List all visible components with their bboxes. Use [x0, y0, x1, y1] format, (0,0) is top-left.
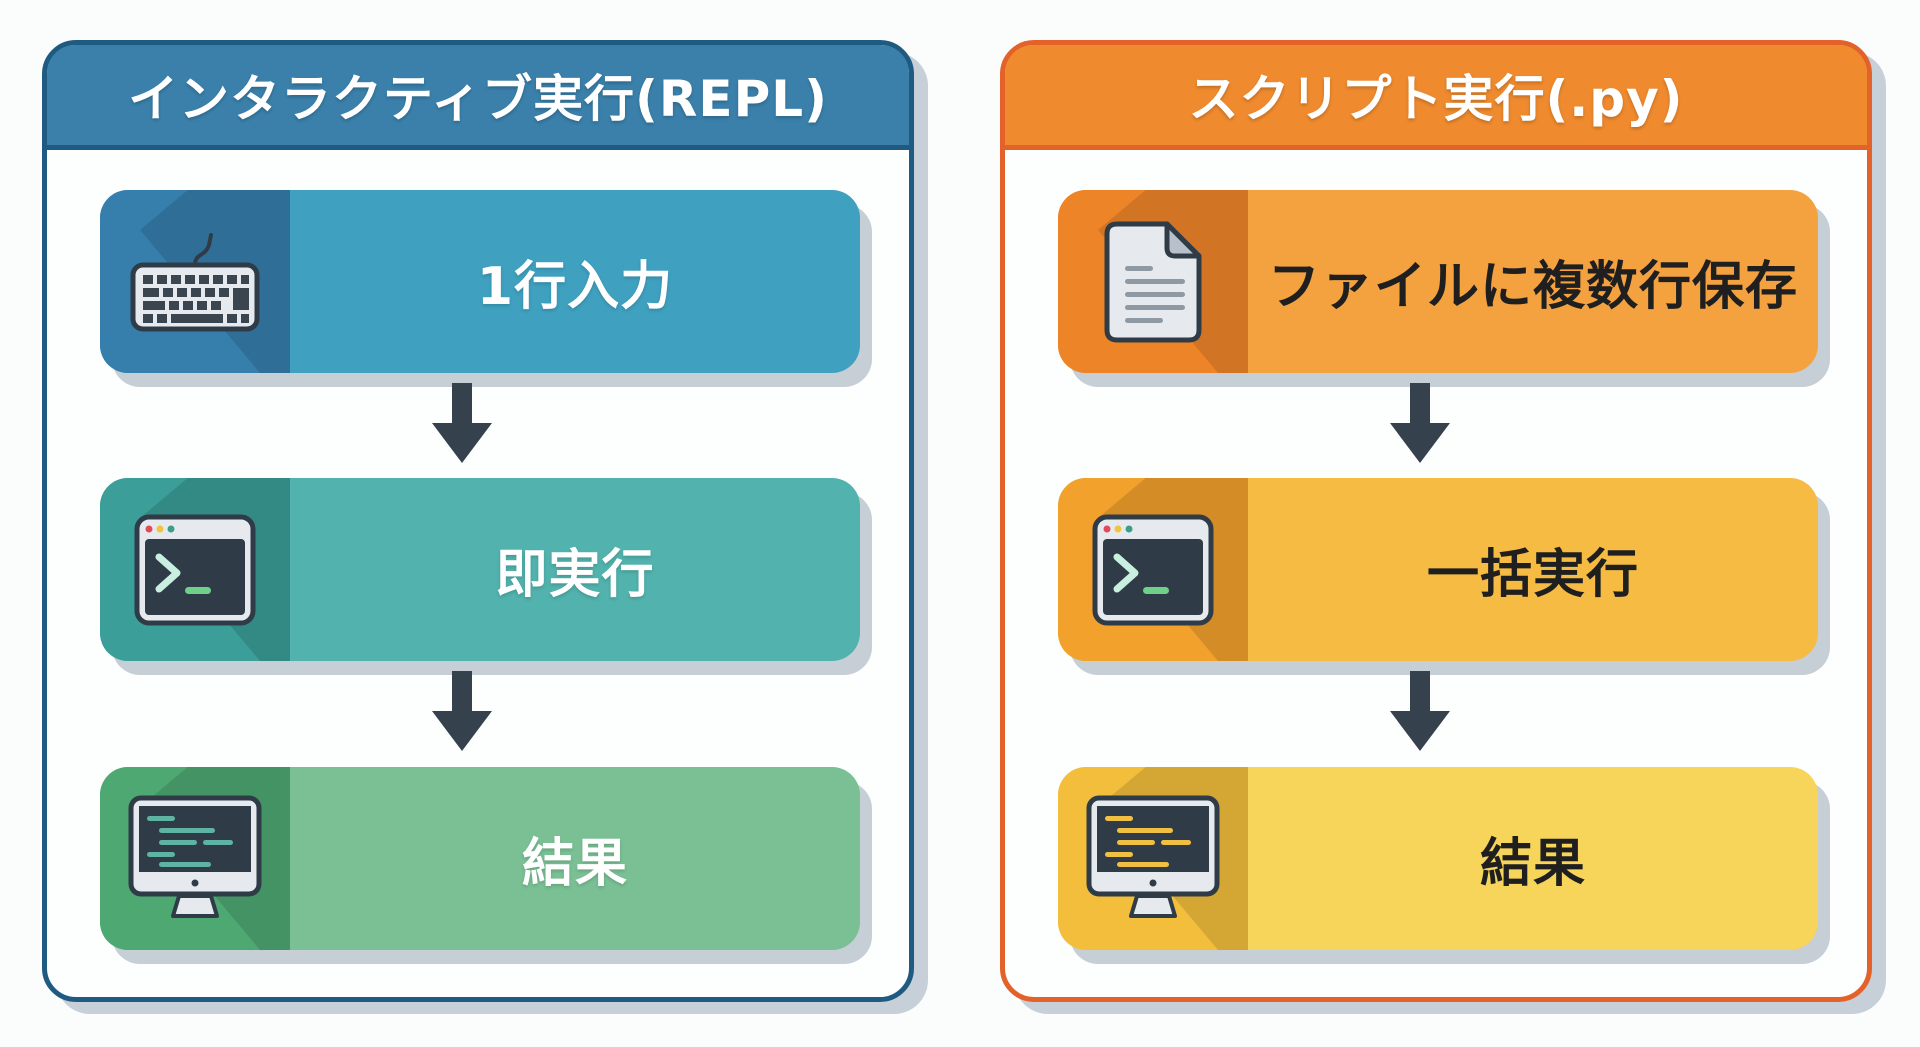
script-step-result: 結果 [1058, 767, 1830, 964]
step-label: 即実行 [495, 545, 655, 605]
terminal-icon [1092, 514, 1214, 625]
terminal-icon [134, 514, 256, 625]
keyboard-icon [130, 232, 260, 331]
repl-step-execute: 即実行 [100, 478, 872, 675]
script-step-execute: 一括実行 [1058, 478, 1830, 675]
script-panel-header: スクリプト実行(.py) [1005, 45, 1867, 150]
repl-step-result: 結果 [100, 767, 872, 964]
script-step-save: ファイルに複数行保存 [1058, 190, 1830, 387]
arrow-down-icon [1390, 671, 1450, 751]
step-label: 1行入力 [476, 257, 674, 317]
arrow-down-icon [1390, 383, 1450, 463]
arrow-down-icon [432, 383, 492, 463]
step-label: 一括実行 [1426, 545, 1639, 605]
step-label: 結果 [521, 834, 628, 894]
monitor-code-icon [1086, 795, 1220, 918]
step-label: ファイルに複数行保存 [1267, 257, 1798, 317]
arrow-down-icon [432, 671, 492, 751]
repl-panel: インタラクティブ実行(REPL) 1行入力 [42, 40, 914, 1002]
step-label: 結果 [1479, 834, 1586, 894]
script-panel: スクリプト実行(.py) ファイルに複数行保存 [1000, 40, 1872, 1002]
monitor-code-icon [128, 795, 262, 918]
repl-panel-header: インタラクティブ実行(REPL) [47, 45, 909, 150]
document-icon [1104, 221, 1202, 342]
repl-step-input: 1行入力 [100, 190, 872, 387]
